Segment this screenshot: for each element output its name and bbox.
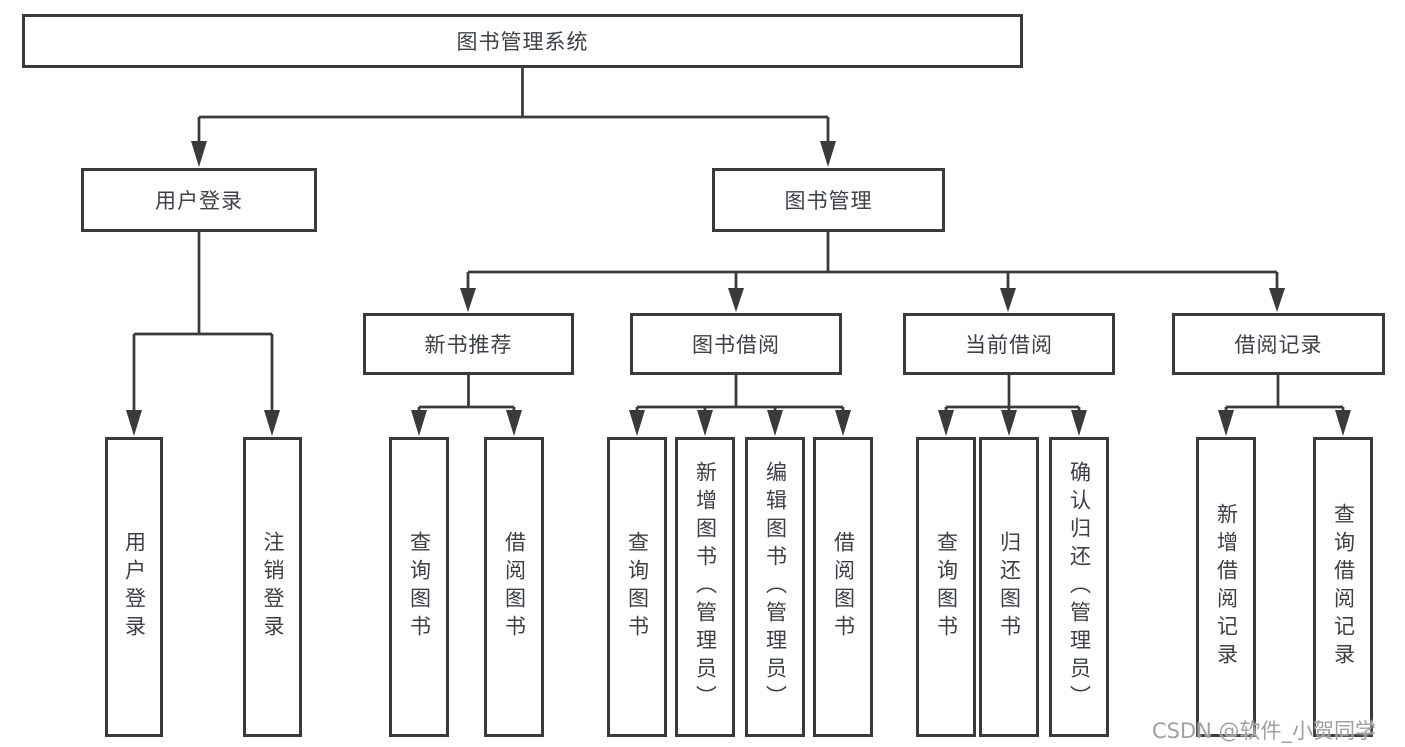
- connector-new-book-branch: [411, 375, 522, 436]
- leaf-label: 查询图书: [934, 531, 959, 643]
- leaf-add-books-admin: 新增图书（管理员）: [675, 437, 735, 737]
- node-label: 图书借阅: [692, 333, 780, 357]
- node-book-management: 图书管理: [712, 168, 945, 232]
- node-user-login: 用户登录: [81, 168, 317, 232]
- leaf-confirm-return-admin: 确认归还（管理员）: [1049, 437, 1109, 737]
- node-label: 用户登录: [155, 189, 243, 213]
- leaf-label: 用户登录: [122, 531, 147, 643]
- leaf-search-borrow-record: 查询借阅记录: [1313, 437, 1373, 737]
- leaf-search-books-newbook: 查询图书: [389, 437, 449, 737]
- node-borrowing-records: 借阅记录: [1172, 313, 1385, 375]
- leaf-label: 借阅图书: [831, 531, 856, 643]
- leaf-label: 查询图书: [625, 531, 650, 643]
- leaf-search-books-current: 查询图书: [916, 437, 976, 737]
- node-new-book-recommendation: 新书推荐: [363, 313, 574, 375]
- connector-root-to-level2: [191, 68, 836, 167]
- leaf-user-login: 用户登录: [105, 437, 163, 737]
- leaf-return-books: 归还图书: [979, 437, 1039, 737]
- node-label: 图书管理系统: [456, 30, 589, 54]
- leaf-label: 新增借阅记录: [1214, 503, 1239, 671]
- leaf-edit-books-admin: 编辑图书（管理员）: [745, 437, 805, 737]
- leaf-borrow-books: 借阅图书: [813, 437, 873, 737]
- leaf-search-books-borrow: 查询图书: [607, 437, 667, 737]
- leaf-label: 借阅图书: [502, 531, 527, 643]
- node-label: 新书推荐: [424, 333, 513, 357]
- connector-book-borrow-branch: [629, 375, 851, 436]
- connector-current-borrow-branch: [938, 375, 1087, 436]
- connector-book-management-branch: [460, 232, 1285, 312]
- leaf-label: 查询图书: [407, 531, 432, 643]
- connector-borrow-records-branch: [1218, 375, 1351, 436]
- leaf-label: 确认归还（管理员）: [1067, 461, 1092, 713]
- node-label: 当前借阅: [965, 333, 1053, 357]
- leaf-label: 编辑图书（管理员）: [763, 461, 788, 713]
- connector-user-login-branch: [126, 232, 280, 436]
- node-label: 图书管理: [784, 189, 873, 213]
- leaf-add-borrow-record: 新增借阅记录: [1196, 437, 1256, 737]
- node-label: 借阅记录: [1234, 333, 1323, 357]
- csdn-watermark: CSDN @软件_小贺同学: [1152, 719, 1377, 743]
- leaf-borrow-books-newbook: 借阅图书: [484, 437, 544, 737]
- leaf-label: 查询借阅记录: [1331, 503, 1356, 671]
- node-library-management-system: 图书管理系统: [22, 14, 1023, 68]
- leaf-label: 归还图书: [997, 531, 1022, 643]
- node-book-borrowing: 图书借阅: [630, 313, 842, 375]
- leaf-label: 新增图书（管理员）: [693, 461, 718, 713]
- node-current-borrowing: 当前借阅: [903, 313, 1115, 375]
- leaf-label: 注销登录: [261, 531, 285, 643]
- leaf-logout: 注销登录: [243, 437, 302, 737]
